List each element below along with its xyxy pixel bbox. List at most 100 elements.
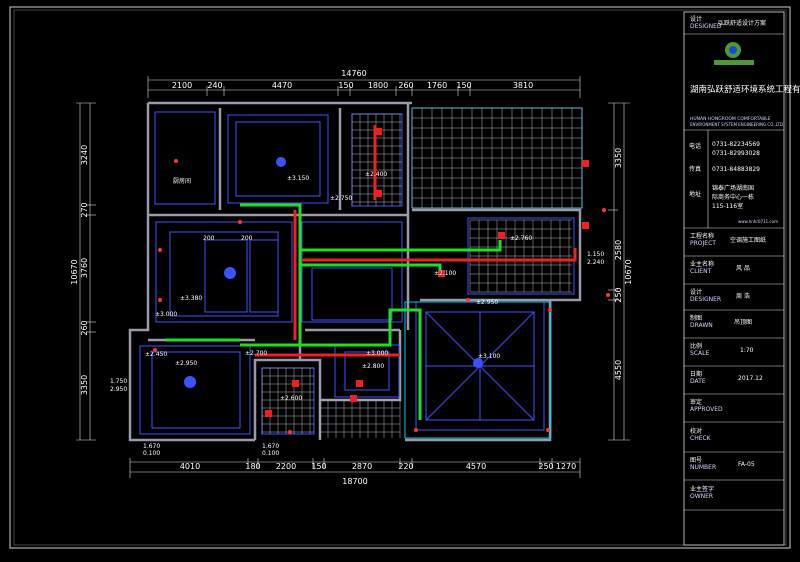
dim-bottom-0: 4010 [180, 462, 200, 471]
level-9: ±2.700 [245, 350, 267, 357]
dim-bottom-total: 18700 [342, 477, 367, 486]
wall-fill-cyan [404, 107, 583, 439]
level-13: ±2.100 [434, 270, 456, 277]
logo-icon [714, 42, 754, 65]
dim-bottom-8: 1270 [556, 462, 576, 471]
right-small-1: 2.240 [587, 259, 604, 266]
grid-tiles [261, 107, 583, 438]
level-4: ±3.000 [155, 311, 177, 318]
tb-approved-sub: APPROVED [690, 406, 723, 413]
tb-scale-label: 比例 [690, 342, 702, 350]
dim-right-total: 10670 [624, 259, 633, 284]
dim-top-2: 4470 [272, 81, 292, 90]
tb-company-en-1: HUNAN HONGROOM COMFORTABLE [690, 116, 771, 122]
tb-number-value: FA-05 [738, 461, 755, 468]
tb-addr-label: 地址 [689, 190, 701, 198]
level-5: ±2.760 [510, 235, 532, 242]
tb-number-label: 图号 [690, 457, 702, 464]
dim-left-total: 10670 [70, 259, 79, 284]
tb-phone-2: 0731-82993028 [712, 150, 760, 157]
tb-design-sub: DESIGNED [690, 23, 722, 30]
dim-right-3: 4550 [614, 360, 623, 380]
dim-top-8: 3810 [513, 81, 533, 90]
tb-date-sub: DATE [690, 378, 706, 385]
tb-design-label: 设计 [690, 15, 702, 23]
dim-top-6: 1760 [427, 81, 447, 90]
tb-design-value: 弘跃舒适设计方案 [718, 19, 766, 27]
dim-top-3: 150 [338, 81, 353, 90]
level-labels: 厨房间 ±3.150 ±2.400 ±2.750 ±3.380 ±3.000 ±… [110, 171, 604, 457]
walls [128, 101, 582, 442]
tb-project-value: 空调施工图纸 [730, 236, 766, 244]
tb-drawn-value: 吊顶图 [734, 319, 752, 326]
tb-owner-label: 业主签字 [690, 485, 714, 493]
dim-top-7: 150 [456, 81, 471, 90]
bottom-small-2: 1.670 [262, 443, 279, 450]
tb-company-cn: 湖南弘跃舒适环境系统工程有限公司 [690, 84, 800, 95]
tb-fax-label: 传真 [689, 165, 701, 173]
dim-bottom-3: 150 [311, 462, 326, 471]
level-1: ±2.400 [365, 171, 387, 178]
side-left-0: 1.750 [110, 378, 127, 385]
level-12: ±2.950 [476, 299, 498, 306]
level-14: ±2.450 [145, 351, 167, 358]
dim-left-1: 270 [80, 202, 89, 217]
tb-addr-1: 锦泰广场湖南国 [712, 184, 754, 192]
side-left-1: 2.950 [110, 386, 127, 393]
tb-addr-3: 115-116室 [712, 202, 743, 210]
tb-phone-label: 电话 [689, 142, 701, 150]
tb-fax: 0731-84883829 [712, 166, 760, 173]
tb-designer-sub: DESIGNER [690, 296, 721, 303]
dim-top-1: 240 [207, 81, 222, 90]
bottom-small-3: 0.100 [262, 450, 279, 457]
dim-top [147, 76, 581, 98]
dim-left-3: 260 [80, 320, 89, 335]
num-200b: 200 [241, 235, 253, 242]
tb-scale-value: 1:70 [740, 347, 754, 354]
bottom-small-1: 0.100 [143, 450, 160, 457]
dim-right-2: 250 [614, 287, 623, 302]
outer-frame [9, 6, 791, 549]
dim-top-labels: 2100 240 4470 150 1800 260 1760 150 3810 [172, 81, 533, 90]
tb-client-value: 风 品 [736, 265, 750, 272]
dim-left [76, 102, 96, 441]
dim-bottom [129, 458, 581, 478]
pipes-green [165, 203, 502, 420]
dim-top-total: 14760 [341, 69, 366, 78]
pipes-red [255, 125, 577, 357]
dim-bottom-2: 2200 [276, 462, 296, 471]
tb-date-value: 2017.12 [738, 375, 763, 382]
dim-bottom-labels: 4010 180 2200 150 2870 220 4570 250 1270 [180, 462, 576, 471]
dim-top-5: 260 [398, 81, 413, 90]
level-10: ±2.800 [362, 363, 384, 370]
tb-drawn-sub: DRAWN [690, 322, 713, 329]
level-11: ±3.000 [366, 350, 388, 357]
tb-check-sub: CHECK [690, 435, 712, 442]
tb-check-label: 校对 [690, 427, 702, 435]
tb-number-sub: NUMBER [690, 464, 716, 471]
diffuser-icon [184, 157, 483, 388]
tb-phone-1: 0731-82234569 [712, 141, 760, 148]
light-dots [153, 159, 610, 434]
level-8: ±2.600 [280, 395, 302, 402]
level-3: ±3.380 [180, 295, 202, 302]
dim-right-1: 2580 [614, 240, 623, 260]
dim-top-4: 1800 [368, 81, 388, 90]
level-6: ±3.100 [478, 353, 500, 360]
dim-left-4: 3350 [80, 375, 89, 395]
tb-company-en-2: ENVIRONMENT SYSTEM ENGINEERING CO.,LTD [690, 122, 783, 127]
dim-bottom-7: 250 [538, 462, 553, 471]
tb-date-label: 日期 [690, 370, 702, 378]
right-small-0: 1.150 [587, 251, 604, 258]
bottom-small-0: 1.670 [143, 443, 160, 450]
dim-right-0: 3350 [614, 148, 623, 168]
num-200a: 200 [203, 235, 215, 242]
level-2: ±2.750 [330, 195, 352, 202]
tb-project-label: 工程名称 [690, 232, 714, 240]
dim-bottom-5: 220 [398, 462, 413, 471]
dim-top-0: 2100 [172, 81, 192, 90]
tb-scale-sub: SCALE [690, 350, 709, 357]
tb-addr-2: 际商务中心一栋 [712, 193, 754, 201]
room-label-wc: 厨房间 [173, 177, 191, 185]
